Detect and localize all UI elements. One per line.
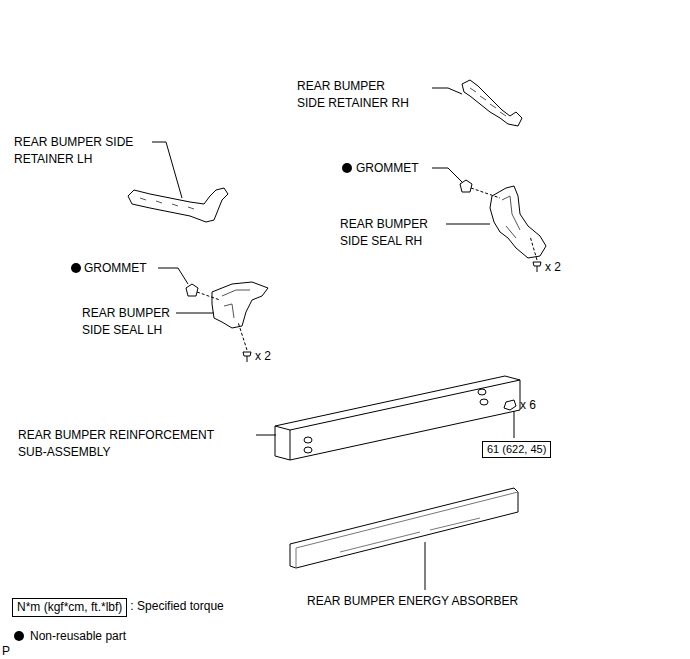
retainer-lh <box>128 188 228 222</box>
energy-absorber <box>290 488 518 568</box>
non-reusable-mark <box>14 631 24 641</box>
non-reusable-mark <box>342 163 352 173</box>
figure-code: P <box>2 643 10 659</box>
non-reusable-mark <box>71 263 81 273</box>
screw <box>533 262 541 272</box>
quantity: x 2 <box>255 348 271 365</box>
legend-text: : Specified torque <box>130 599 223 613</box>
part-name: REAR BUMPERSIDE SEAL RH <box>340 216 428 250</box>
part-name: GROMMET <box>356 160 419 177</box>
torque-unit-box: N*m (kgf*cm, ft.*lbf) <box>12 598 127 617</box>
torque-box: 61 (622, 45) <box>482 441 551 458</box>
screw <box>243 352 251 362</box>
part-name: REAR BUMPER ENERGY ABSORBER <box>307 593 518 610</box>
part-name: REAR BUMPER REINFORCEMENTSUB-ASSEMBLY <box>18 427 214 461</box>
legend-text: Non-reusable part <box>30 629 126 643</box>
seal-rh <box>490 186 546 258</box>
grommet-lh <box>186 284 198 296</box>
legend-entry: Non-reusable part <box>14 629 126 644</box>
retainer-rh <box>462 80 522 126</box>
legend-entry: : Specified torque <box>130 599 223 614</box>
part-name: REAR BUMPER SIDERETAINER LH <box>14 134 133 168</box>
part-name: REAR BUMPERSIDE SEAL LH <box>82 305 170 339</box>
nut <box>504 400 516 410</box>
torque-unit: N*m (kgf*cm, ft.*lbf) <box>17 600 122 614</box>
quantity: x 2 <box>545 259 561 276</box>
part-name: GROMMET <box>84 260 147 277</box>
seal-lh <box>212 282 268 328</box>
torque-value: 61 (622, 45) <box>487 443 546 455</box>
quantity: x 6 <box>520 397 536 414</box>
part-name: REAR BUMPERSIDE RETAINER RH <box>297 78 409 112</box>
